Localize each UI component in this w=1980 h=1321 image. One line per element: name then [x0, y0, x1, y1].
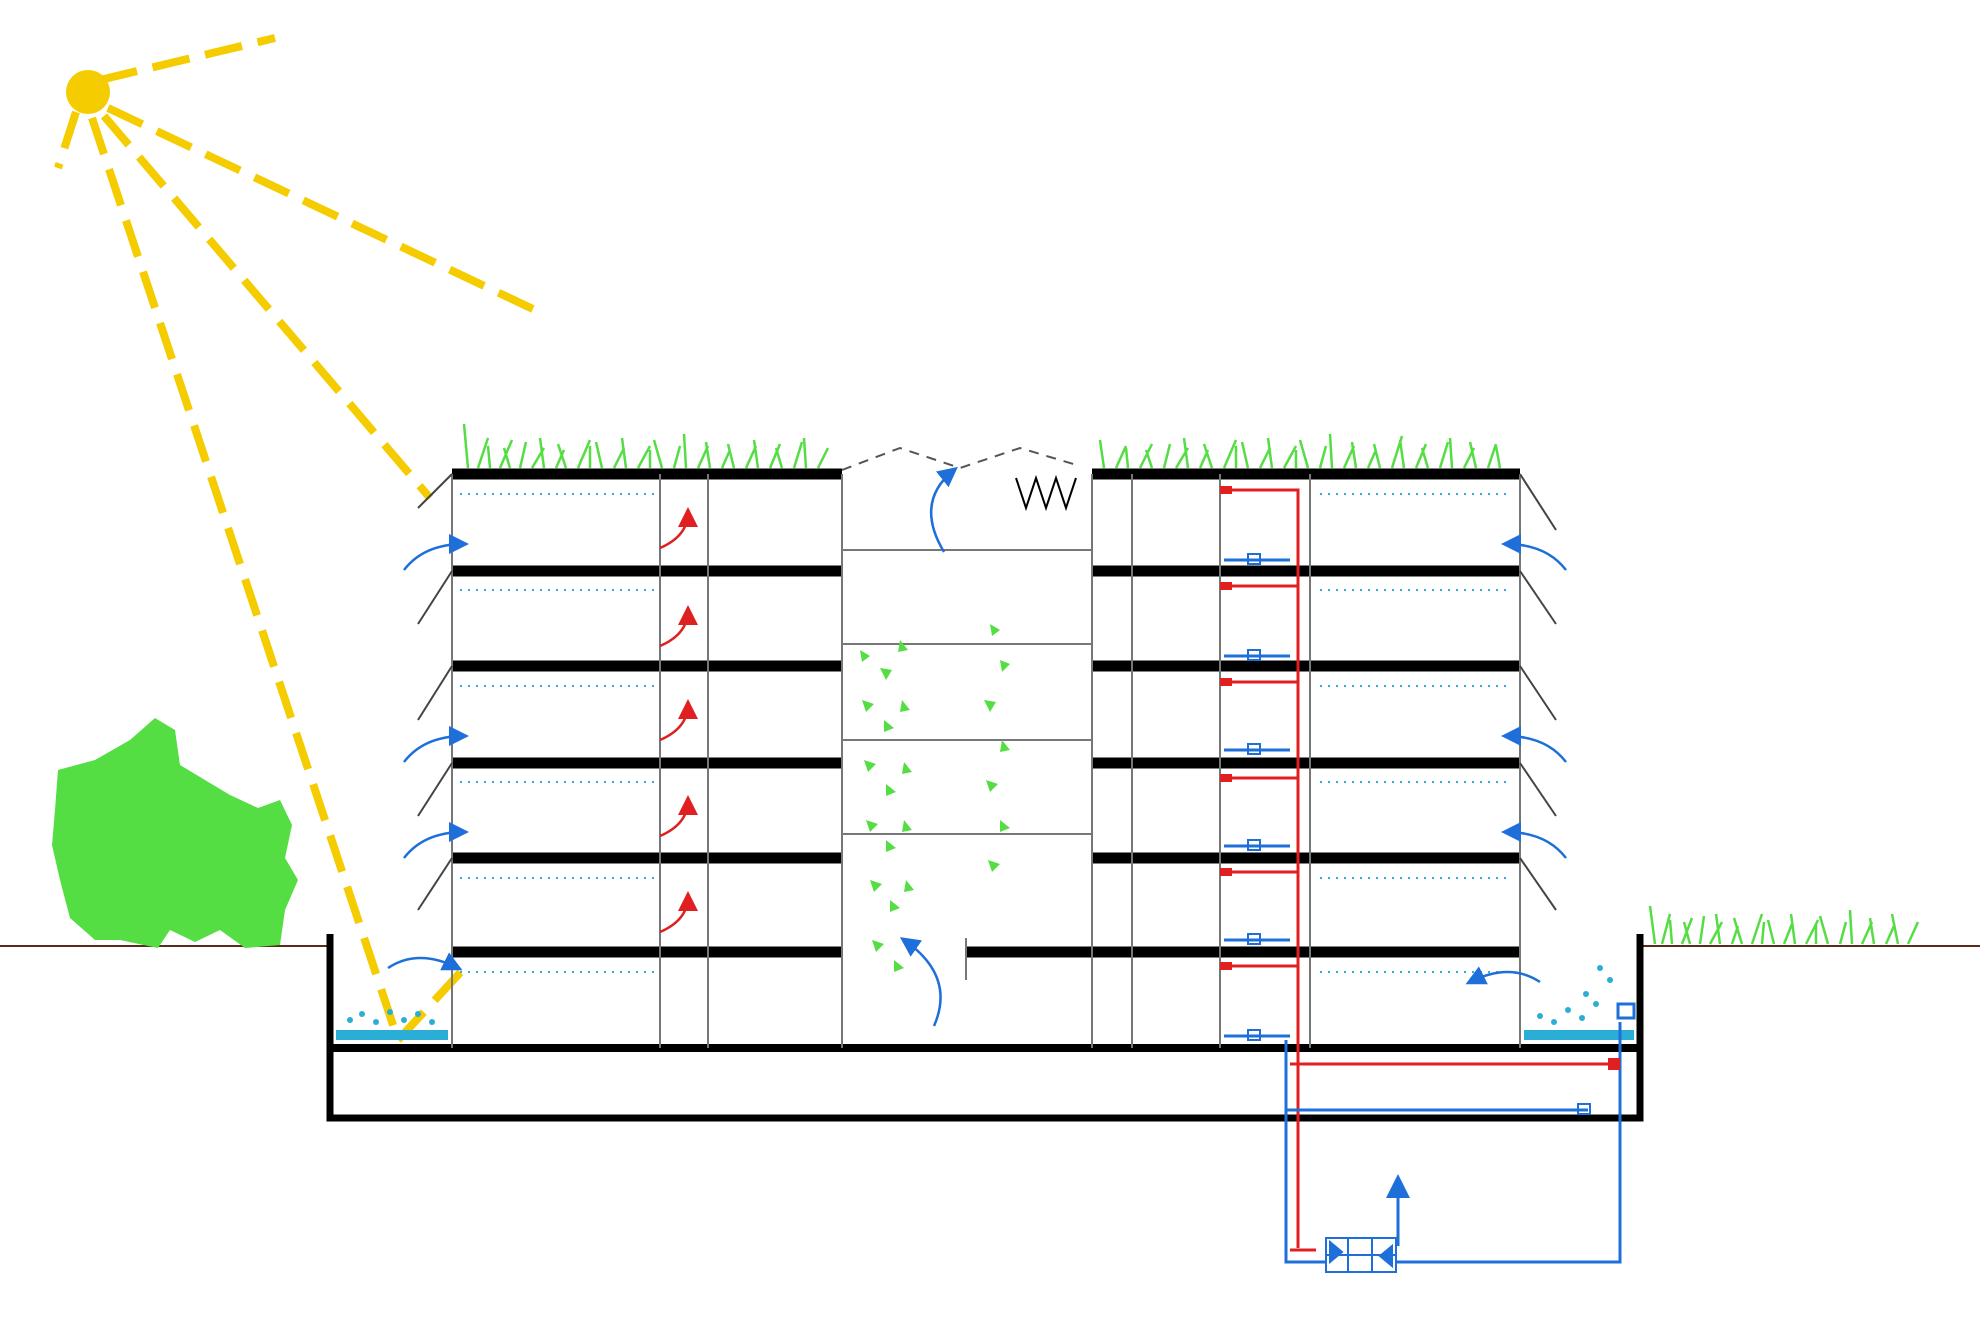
floor-slabs: [452, 468, 1520, 958]
water-pond-left: [336, 1009, 448, 1040]
tree-icon: [52, 718, 298, 948]
cool-air-flow-arrows: [387, 466, 1567, 1027]
water-pond-right: [1524, 965, 1636, 1040]
basement: [326, 934, 1644, 1122]
walls: [451, 474, 1521, 1048]
roof-fan-icon: [1015, 474, 1077, 512]
green-roof-icon: [462, 423, 1502, 469]
sun-rays: [54, 34, 537, 1043]
hvac-pipes: [1224, 488, 1622, 1264]
ceiling-cooling-panels: [460, 493, 1512, 973]
roof-skylight: [841, 446, 1081, 471]
warm-air-flow-arrows: [659, 507, 698, 934]
radiator-icon: [1220, 486, 1620, 1115]
atrium-plants: [860, 624, 1010, 972]
grass-right: [1648, 905, 1920, 945]
facade-fins: [417, 473, 1557, 911]
sun-icon: [66, 70, 110, 114]
heat-exchanger-icon: [1325, 1237, 1397, 1273]
